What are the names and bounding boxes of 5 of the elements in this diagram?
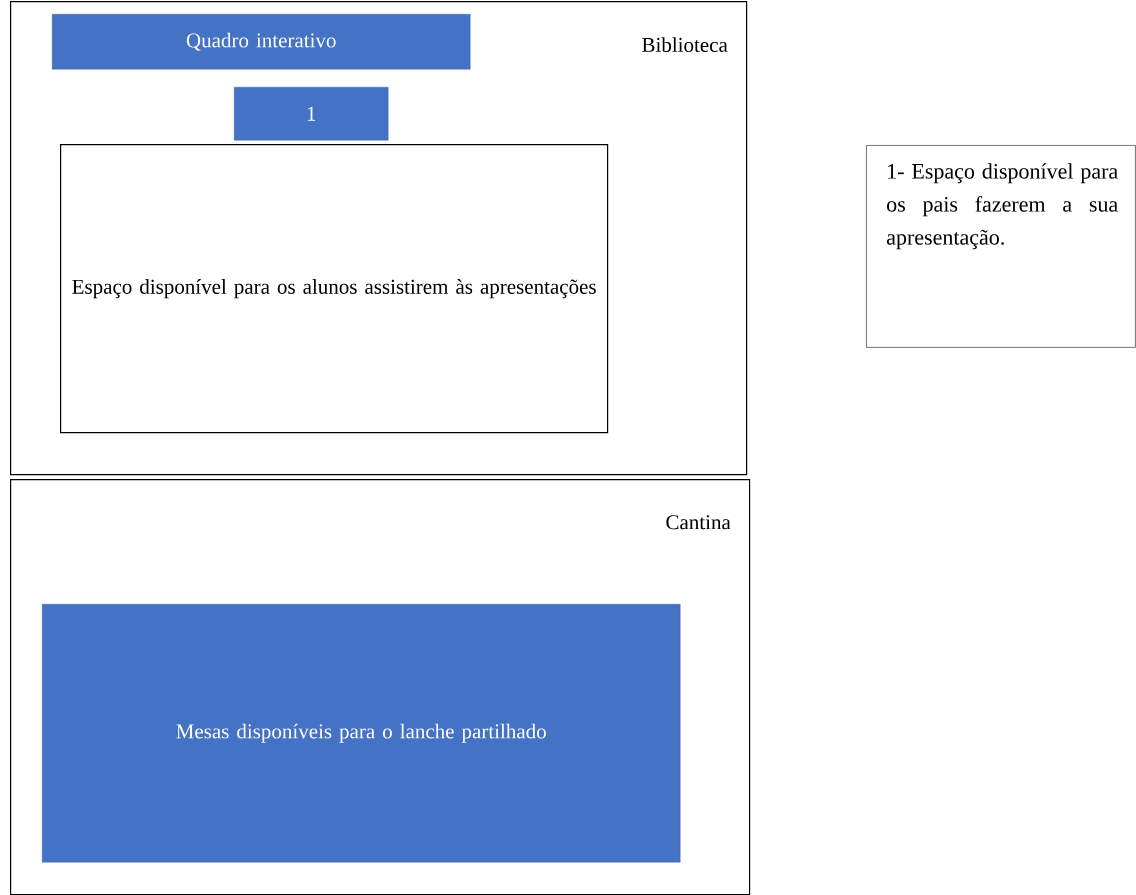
filled-box: Mesas disponíveis para o lanche partilhado bbox=[42, 604, 681, 863]
note-box: 1- Espaço disponível para os pais fazerem a sua apresentação. bbox=[866, 145, 1136, 348]
filled-box: Quadro interativo bbox=[52, 14, 471, 70]
area-box: Espaço disponível para os alunos assistirem às apresentações bbox=[60, 144, 609, 434]
filled-box: 1 bbox=[234, 87, 389, 141]
